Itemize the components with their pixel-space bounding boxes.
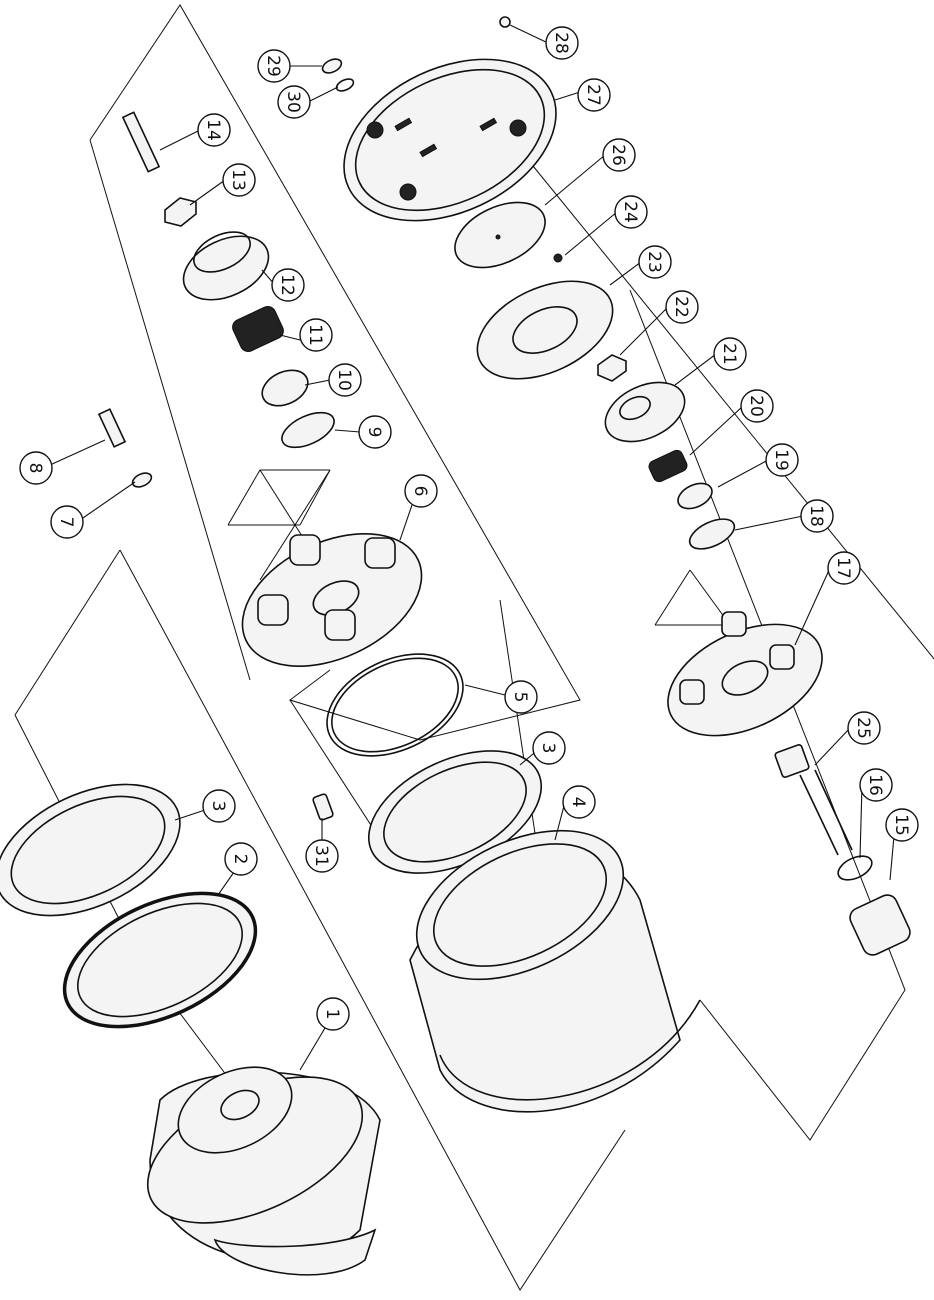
svg-text:30: 30 [283, 91, 303, 113]
callout-10: 10 [328, 363, 362, 397]
pin-part-31 [312, 793, 334, 821]
sun-gear-part-15 [849, 894, 911, 956]
svg-text:3: 3 [208, 801, 228, 812]
callout-17: 17 [827, 551, 861, 585]
thrust-washer-part-13 [164, 197, 197, 227]
needle-bearing-part-20 [648, 449, 688, 483]
svg-text:7: 7 [56, 517, 76, 528]
callout-5: 5 [504, 680, 538, 714]
bushing-part-19 [677, 482, 713, 510]
screw-part-24 [553, 253, 563, 263]
shaft-part-25 [774, 744, 853, 856]
needle-bearing-part-11 [232, 306, 284, 352]
callout-7: 7 [50, 505, 84, 539]
svg-text:11: 11 [305, 324, 325, 346]
svg-text:18: 18 [806, 505, 826, 527]
callout-14: 14 [197, 113, 231, 147]
svg-text:5: 5 [510, 692, 530, 703]
callouts: 1 2 3 3 4 5 6 7 8 9 10 11 12 13 14 [19, 26, 919, 1031]
callout-12: 12 [271, 268, 305, 302]
callout-8: 8 [19, 451, 53, 485]
disc-part-26 [454, 201, 546, 269]
svg-text:29: 29 [263, 55, 283, 77]
svg-text:2: 2 [230, 854, 250, 865]
svg-text:12: 12 [277, 274, 297, 296]
bushing-part-10 [261, 369, 309, 407]
svg-text:9: 9 [364, 427, 384, 438]
svg-text:6: 6 [410, 486, 430, 497]
gear-part-12 [182, 231, 270, 301]
callout-23: 23 [638, 245, 672, 279]
o-ring-part-30 [335, 78, 355, 92]
plug-part-29 [321, 58, 343, 74]
callout-21: 21 [713, 337, 747, 371]
callout-6: 6 [404, 474, 438, 508]
gear-part-21 [604, 381, 686, 443]
callout-25: 25 [847, 711, 881, 745]
svg-text:15: 15 [891, 814, 911, 836]
svg-text:20: 20 [746, 395, 766, 417]
callout-26: 26 [602, 138, 636, 172]
thrust-washer-part-22 [597, 354, 627, 382]
washer-part-18 [688, 518, 736, 550]
callout-24: 24 [614, 195, 648, 229]
svg-text:24: 24 [620, 201, 640, 223]
callout-11: 11 [299, 318, 333, 352]
thrust-plate-part-23 [476, 280, 614, 380]
svg-text:26: 26 [608, 144, 628, 166]
callout-leaders [49, 24, 896, 1071]
callout-15: 15 [885, 808, 919, 842]
callout-1: 1 [316, 997, 350, 1031]
svg-text:3: 3 [538, 743, 558, 754]
svg-text:25: 25 [853, 717, 873, 739]
callout-19: 19 [765, 443, 799, 477]
svg-text:10: 10 [334, 369, 354, 391]
svg-text:8: 8 [25, 463, 45, 474]
svg-text:31: 31 [311, 845, 331, 867]
svg-text:19: 19 [771, 449, 791, 471]
svg-text:14: 14 [203, 119, 223, 141]
svg-text:1: 1 [322, 1009, 342, 1020]
svg-text:16: 16 [865, 774, 885, 796]
motor-spindle-part-1 [146, 1066, 381, 1276]
svg-text:22: 22 [671, 296, 691, 318]
callout-13: 13 [222, 163, 256, 197]
washer-part-7 [131, 472, 153, 488]
callout-3-upper: 3 [532, 731, 566, 765]
callout-28: 28 [545, 26, 579, 60]
svg-text:23: 23 [644, 251, 664, 273]
svg-text:27: 27 [583, 84, 603, 106]
ring-gear-housing-part-4 [409, 829, 701, 1113]
callout-22: 22 [665, 290, 699, 324]
callout-2: 2 [224, 842, 258, 876]
callout-30: 30 [277, 85, 311, 119]
callout-29: 29 [257, 49, 291, 83]
svg-text:21: 21 [719, 343, 739, 365]
callout-4: 4 [562, 785, 596, 819]
callout-3-lower: 3 [202, 789, 236, 823]
cover-plate-part-27 [343, 58, 557, 222]
svg-text:13: 13 [228, 169, 248, 191]
o-ring-part-16 [837, 855, 873, 881]
planet-carrier-part-17 [667, 611, 823, 737]
floating-seal-part-2 [62, 891, 258, 1029]
callout-27: 27 [577, 78, 611, 112]
washer-part-9 [281, 411, 335, 449]
svg-text:28: 28 [551, 32, 571, 54]
callout-16: 16 [859, 768, 893, 802]
callout-9: 9 [358, 415, 392, 449]
callout-18: 18 [800, 499, 834, 533]
bolt-part-14 [121, 111, 161, 173]
bearing-part-3-lower [0, 783, 181, 917]
planet-carrier-part-6 [241, 533, 423, 667]
bolt-part-8 [97, 408, 127, 448]
plug-part-28 [499, 16, 511, 28]
callout-20: 20 [740, 389, 774, 423]
callout-31: 31 [305, 839, 339, 873]
svg-text:17: 17 [833, 557, 853, 579]
o-ring-part-5 [326, 653, 464, 757]
svg-text:4: 4 [568, 797, 588, 808]
